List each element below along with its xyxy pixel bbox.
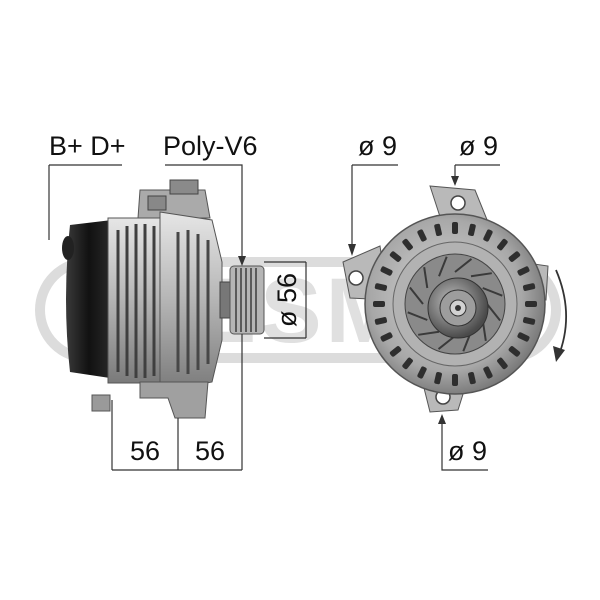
vent-slot [497,238,508,251]
alternator-side-view [62,179,265,419]
vent-slot [402,238,413,251]
fan-blade [482,287,503,297]
fan-blade [470,272,492,278]
fan-blade [418,330,440,336]
hole-top-right-label: ø 9 [459,131,498,161]
vent-slot [434,371,442,385]
vent-slot [517,332,530,342]
vent-slot [380,266,393,276]
vent-slot [468,223,476,237]
hole-bottom-label: ø 9 [448,436,487,466]
fan-blade [454,258,473,273]
offset-left-label: 56 [130,436,160,466]
vent-slot [525,301,537,307]
pulley-diameter-label: ø 56 [272,273,302,327]
fan-blade [407,311,428,321]
vent-slot [374,283,388,291]
vent-slot [508,251,521,262]
mount-hole-left [348,270,364,286]
vent-slot [374,317,388,325]
fan-blade [438,256,448,277]
fan-blade [486,303,501,322]
vent-slot [373,301,385,307]
vent-slot [452,374,458,386]
vent-slot [380,332,393,342]
vent-slot [483,366,493,379]
front-dimension-lines [348,164,500,471]
offset-right-label: 56 [195,436,225,466]
vent-slot [522,283,536,291]
belt-type-label: Poly-V6 [163,131,258,161]
fan-blade [409,286,424,305]
side-dimension-lines [48,164,307,471]
pulley [229,265,265,335]
terminals-label: B+ D+ [49,131,126,161]
vent-slot [389,346,402,357]
vent-slot [468,371,476,385]
vent-slot [522,317,536,325]
mount-hole-top [450,195,466,211]
vent-slot [417,366,427,379]
vent-slot [497,357,508,370]
hole-top-left-label: ø 9 [358,131,397,161]
vent-slot [417,229,427,242]
alternator-front-view [342,185,549,413]
vent-slot [483,229,493,242]
vent-slot [402,357,413,370]
vent-slot [452,222,458,234]
vent-slot [389,251,402,262]
rotation-arrow-icon [553,269,567,362]
vent-slot [508,346,521,357]
fan-blade [423,267,429,289]
vent-slot [517,266,530,276]
fan-blade [437,335,456,350]
vent-slot [434,223,442,237]
